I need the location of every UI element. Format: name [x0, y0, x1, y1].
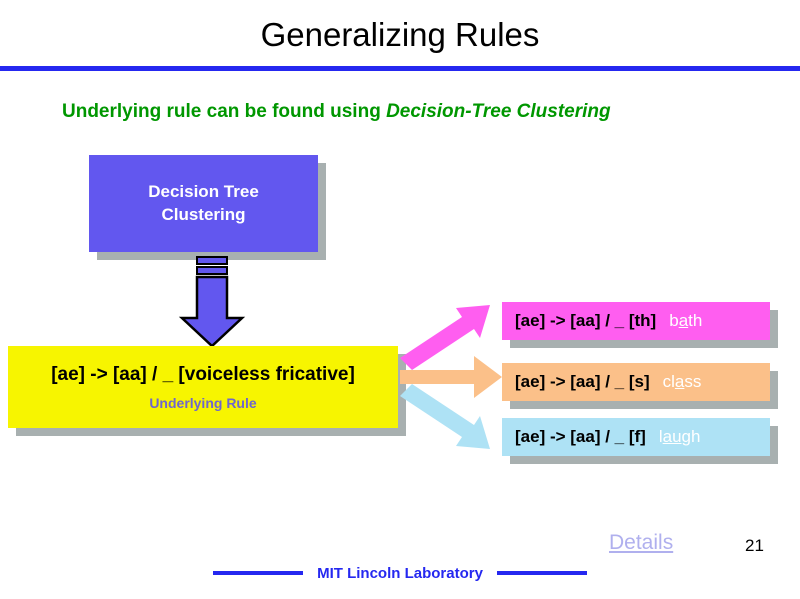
footer-rule-right	[496, 571, 587, 575]
footer: MIT Lincoln Laboratory	[0, 562, 800, 584]
word-prefix: cl	[662, 372, 675, 391]
rule-box-text: [ae] -> [aa] / _ [s]	[515, 372, 650, 391]
rule-box-example-word: bath	[669, 311, 702, 331]
connector-arrow-th	[400, 305, 490, 370]
word-stressed-vowel: au	[662, 427, 682, 446]
word-suffix: gh	[681, 427, 701, 446]
rule-box-example-word: laugh	[659, 427, 701, 447]
title-divider-rule	[0, 66, 800, 71]
subtitle-lead: Underlying rule can be found using	[62, 101, 387, 122]
rule-box-text: [ae] -> [aa] / _ [f]	[515, 427, 646, 446]
underlying-rule-box: [ae] -> [aa] / _ [voiceless fricative] U…	[8, 346, 398, 428]
connector-arrow-s	[400, 356, 502, 398]
striped-down-arrow	[176, 256, 248, 348]
footer-rule-left	[213, 571, 304, 575]
word-stressed-vowel: a	[678, 311, 689, 330]
page-number: 21	[745, 536, 764, 555]
rule-box-f: [ae] -> [aa] / _ [f] laugh	[502, 418, 770, 456]
underlying-rule-caption: Underlying Rule	[149, 394, 257, 411]
connector-arrow-f	[400, 384, 490, 449]
connector-arrow-group	[398, 292, 508, 460]
rule-box-s: [ae] -> [aa] / _ [s] class	[502, 363, 770, 401]
subtitle-emphasis: Decision-Tree Clustering	[386, 101, 611, 122]
word-stressed-vowel: a	[674, 372, 685, 391]
word-suffix: th	[688, 311, 703, 330]
word-prefix: b	[669, 311, 679, 330]
word-prefix: l	[658, 427, 663, 446]
rule-box-th: [ae] -> [aa] / _ [th] bath	[502, 302, 770, 340]
underlying-rule-text: [ae] -> [aa] / _ [voiceless fricative]	[51, 363, 355, 385]
footer-text: MIT Lincoln Laboratory	[317, 564, 483, 582]
subtitle: Underlying rule can be found using Decis…	[62, 101, 611, 123]
word-suffix: ss	[684, 372, 702, 391]
rule-box-example-word: class	[663, 372, 702, 392]
details-link[interactable]: Details	[609, 531, 674, 554]
rule-box-text: [ae] -> [aa] / _ [th]	[515, 311, 657, 330]
page-title: Generalizing Rules	[260, 16, 540, 53]
